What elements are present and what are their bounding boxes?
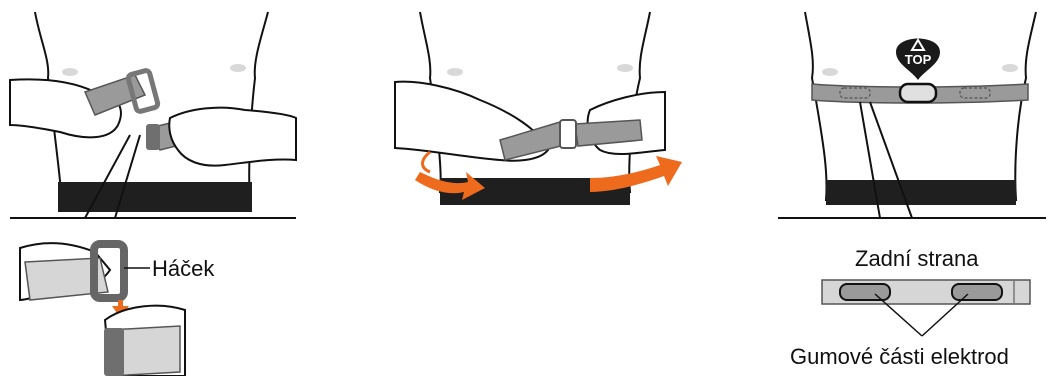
hook-label: Háček — [152, 258, 214, 280]
back-side-label: Zadní strana — [855, 248, 979, 270]
panel-worn-strap: TOP — [778, 12, 1046, 218]
pants-3 — [826, 180, 1016, 205]
top-marker-text: TOP — [905, 52, 932, 67]
pants-1 — [58, 182, 252, 212]
electrode-left — [840, 284, 890, 300]
panel-fasten-strap — [395, 12, 682, 205]
panel-attach-hook — [10, 12, 296, 218]
electrode-right — [952, 284, 1002, 300]
electrodes-label: Gumové části elektrod — [790, 346, 1009, 368]
right-hand-1 — [169, 108, 296, 166]
panel-back-side — [822, 280, 1030, 336]
strap-end-tab — [104, 328, 124, 376]
chest-strap-3 — [812, 84, 1028, 103]
